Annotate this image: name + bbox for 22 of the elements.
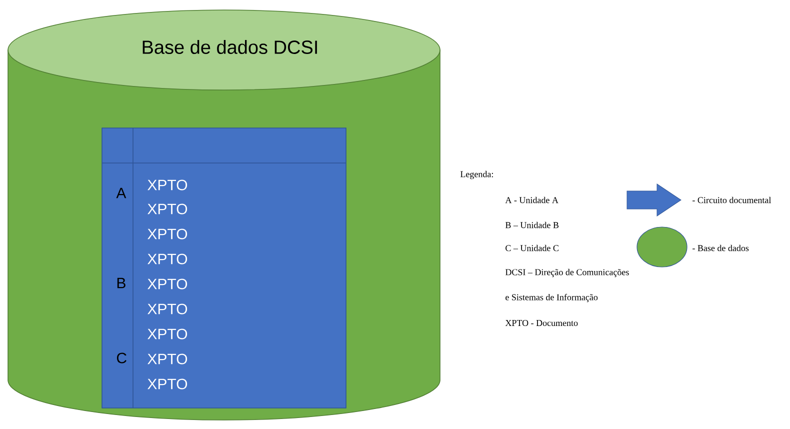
legend-text: e Sistemas de Informação [506, 294, 598, 302]
document-label: XPTO [148, 378, 188, 390]
legend-text: DCSI – Direção de Comunicações [505, 268, 629, 278]
legend-text: - Circuito documental [692, 196, 772, 204]
row-letter: B [117, 278, 126, 288]
document-label: XPTO [148, 254, 188, 264]
legend-text: C – Unidade C [506, 244, 558, 252]
document-label: XPTO [148, 278, 188, 290]
legend-text: XPTO - Documento [505, 320, 578, 326]
document-label: XPTO [148, 228, 188, 240]
legend-text: A - Unidade A [505, 196, 558, 204]
document-label: XPTO [148, 304, 188, 314]
document-label: XPTO [148, 204, 188, 214]
legend-text: B – Unidade B [505, 222, 559, 228]
document-label: XPTO [148, 354, 188, 364]
document-label: XPTO [148, 180, 188, 190]
table-box [102, 128, 346, 408]
document-label: XPTO [148, 328, 188, 340]
legend-title: Legenda: [460, 170, 493, 180]
row-letter: A [116, 188, 126, 198]
legend-text: - Base de dados [692, 244, 749, 252]
row-letter: C [116, 352, 126, 364]
